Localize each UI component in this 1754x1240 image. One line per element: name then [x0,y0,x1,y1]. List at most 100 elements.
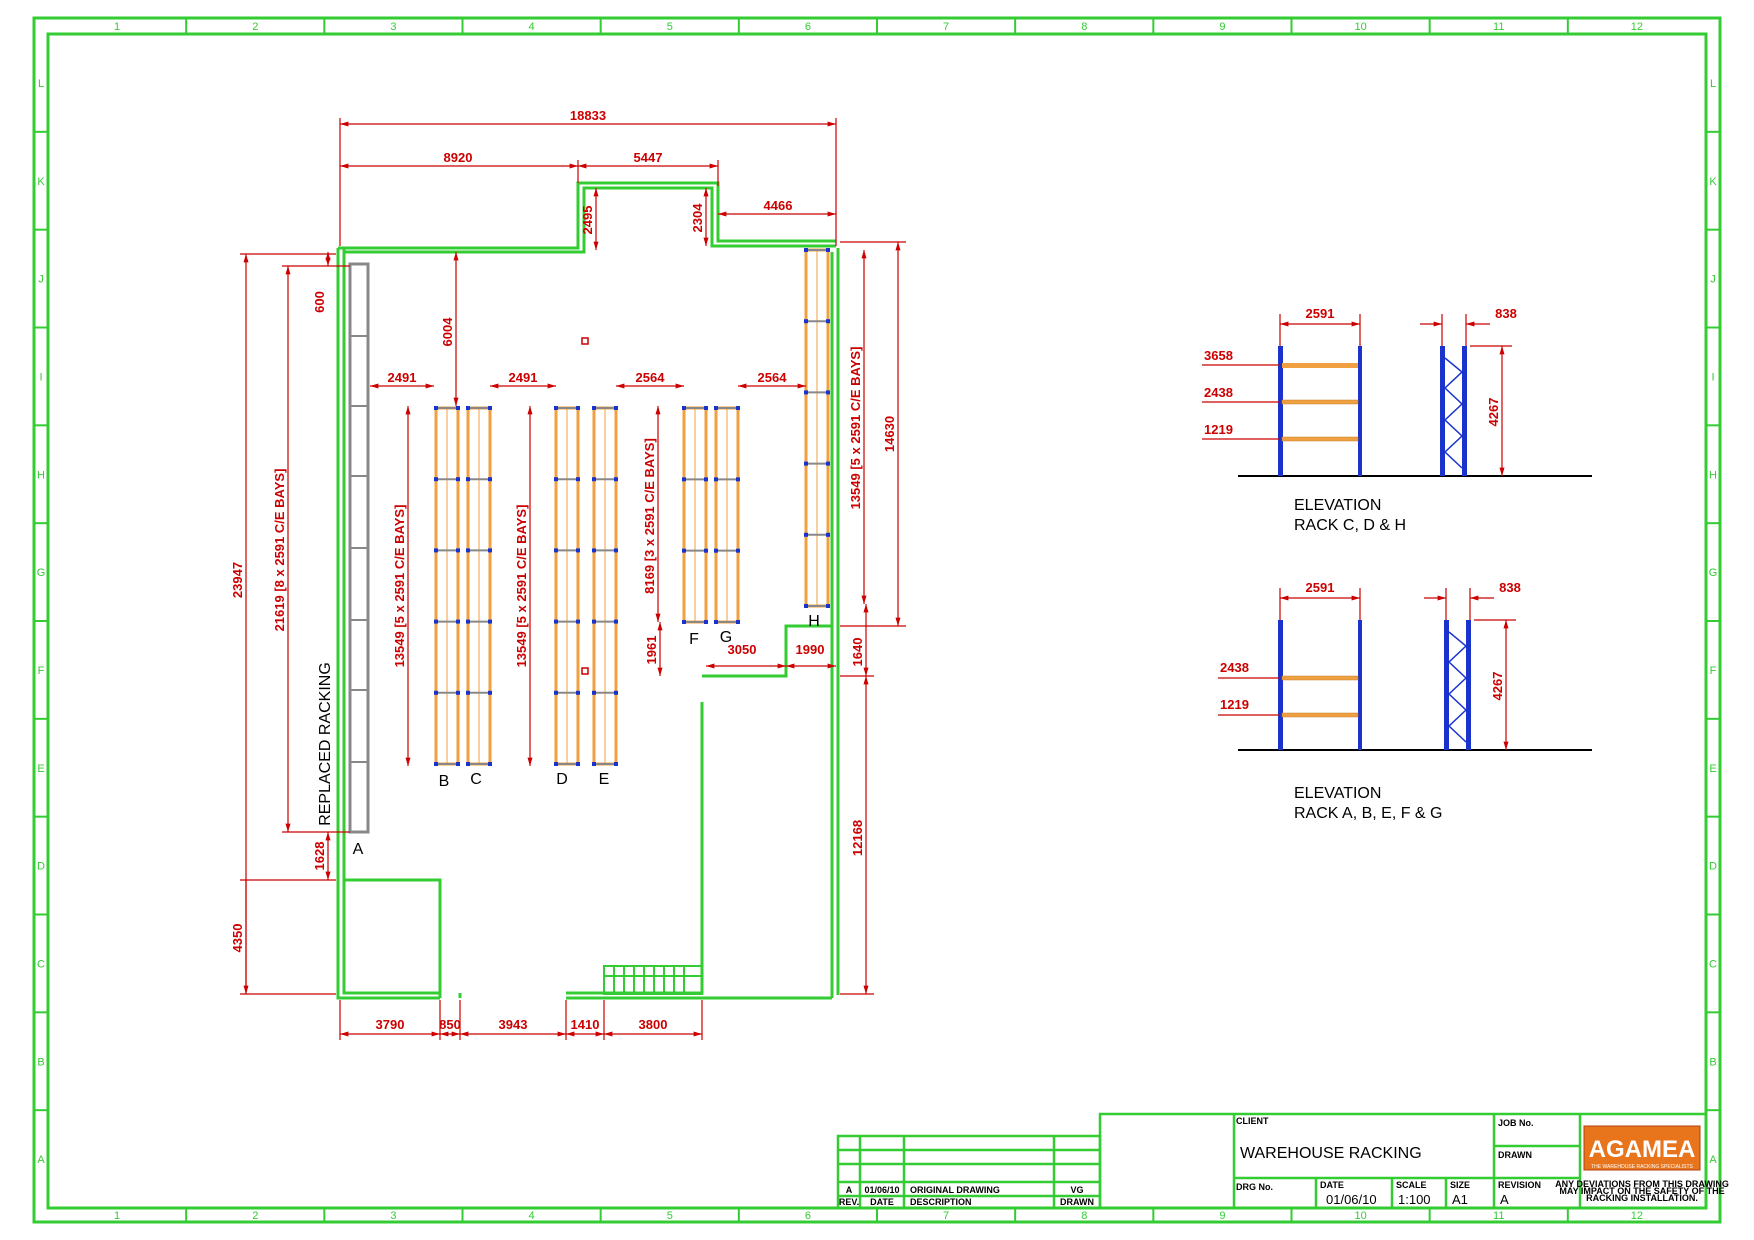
grid-col-label: 5 [667,1210,673,1222]
rev-header-date: DATE [870,1197,894,1207]
grid-row-label: A [1709,1154,1717,1166]
grid-row-label: C [1709,958,1717,970]
rack-label-d: D [556,771,568,788]
elev2-height: 4267 [1490,672,1505,701]
rack-label-a: A [353,841,364,858]
grid-row-label: B [1709,1056,1716,1068]
dim-right-lower: 12168 [850,820,865,856]
rack-b [434,406,460,766]
grid-row-label: H [1709,469,1717,481]
grid-row-label: J [38,274,44,286]
dim-aisle-3: 2564 [636,370,666,385]
column-marker [581,337,589,345]
grid-row-label: G [1709,567,1718,579]
company-logo [1583,1125,1701,1171]
grid-col-label: 5 [667,21,673,33]
disclaimer-line-1: ANY DEVIATIONS FROM THIS DRAWING [1555,1179,1729,1189]
drawn-label: DRAWN [1498,1150,1532,1160]
dim-rack-bc: 13549 [5 x 2591 C/E BAYS] [392,505,407,668]
grid-col-label: 10 [1354,21,1366,33]
plan-dimension-lines [240,118,906,1040]
rack-labels: A B C D E F G H REPLACED RACKING [317,613,820,858]
elev2-subtitle: RACK A, B, E, F & G [1294,805,1442,822]
rack-label-e: E [599,771,610,788]
elev1-height: 4267 [1486,398,1501,427]
elev2-level-2: 1219 [1220,697,1249,712]
disclaimer-line-2: MAY IMPACT ON THE SAFETY OF THE [1559,1186,1724,1196]
rack-a [348,262,370,834]
scale-label: SCALE [1396,1180,1427,1190]
rack-label-f: F [689,631,699,648]
revision-value: A [1500,1192,1509,1207]
grid-row-label: G [37,567,46,579]
dim-bottom-1: 3790 [376,1017,405,1032]
dim-rack-de: 13549 [5 x 2591 C/E BAYS] [514,505,529,668]
dim-rack-a: 21619 [8 x 2591 C/E BAYS] [272,469,287,632]
elev2-width: 2591 [1306,580,1335,595]
rack-c [466,406,492,766]
rack-d [554,406,580,766]
grid-row-label: A [37,1154,45,1166]
rev-header-description: DESCRIPTION [910,1197,972,1207]
dim-overall-width: 18833 [570,108,606,123]
rev-header-drawn: DRAWN [1060,1197,1094,1207]
grid-col-label: 9 [1219,1210,1225,1222]
grid-row-label: E [1709,763,1716,775]
rack-label-g: G [720,629,732,646]
grid-col-label: 11 [1493,21,1504,33]
elev1-level-1: 3658 [1204,348,1233,363]
grid-col-label: 8 [1081,1210,1087,1222]
dim-bottom-5: 3800 [639,1017,668,1032]
job-label: JOB No. [1498,1118,1534,1128]
grid-row-label: H [37,469,45,481]
client-label: CLIENT [1236,1116,1269,1126]
size-label: SIZE [1450,1180,1470,1190]
dim-bottom-3: 3943 [499,1017,528,1032]
rack-label-b: B [439,773,450,790]
grid-col-label: 3 [390,1210,396,1222]
dim-rack-fg: 8169 [3 x 2591 C/E BAYS] [642,438,657,594]
elev1-level-2: 2438 [1204,385,1233,400]
grid-row-label: L [1710,78,1716,90]
dim-left-lower: 4350 [230,924,245,953]
dim-bottom-4: 1410 [571,1017,600,1032]
grid-col-label: 2 [252,21,258,33]
grid-col-label: 1 [114,21,120,33]
title-block: CLIENT JOB No. DRAWN WAREHOUSE RACKING D… [836,1112,1729,1210]
grid-col-label: 2 [252,1210,258,1222]
grid-row-label: D [1709,861,1717,873]
dim-aisle-4: 2564 [758,370,788,385]
dim-bottom-2: 850 [439,1017,461,1032]
dim-top-right: 4466 [764,198,793,213]
stairs [603,965,703,995]
grid-col-label: 8 [1081,21,1087,33]
grid-col-label: 7 [943,21,949,33]
scale-value: 1:100 [1398,1192,1431,1207]
grid-col-label: 4 [529,21,535,33]
grid-col-label: 9 [1219,21,1225,33]
elev2-level-1: 2438 [1220,660,1249,675]
dim-aisle-2: 2491 [509,370,538,385]
elevation-rack-abefg: 2591 838 4267 2438 1219 ELEVATION RACK A… [1218,580,1592,822]
grid-row-label: B [37,1056,44,1068]
racks [434,248,830,766]
rack-h [804,248,830,608]
grid-row-label: F [1710,665,1717,677]
elevation-rack-cdh: 2591 838 4267 3658 2438 1219 ELEVATION R… [1202,306,1592,534]
dim-step-right: 2304 [690,203,705,233]
grid-row-label: I [1711,371,1714,383]
dim-rack-h: 13549 [5 x 2591 C/E BAYS] [848,347,863,510]
rev-row-description: ORIGINAL DRAWING [910,1185,1000,1195]
drg-label: DRG No. [1236,1182,1273,1192]
rev-header-rev: REV. [839,1197,859,1207]
plan-dimension-texts: 18833 8920 5447 4466 2495 2304 23947 216… [230,108,897,1032]
rev-row-date: 01/06/10 [864,1185,899,1195]
grid-col-label: 12 [1631,1210,1643,1222]
elev2-depth: 838 [1499,580,1521,595]
grid-row-label: J [1710,274,1716,286]
dim-step-left: 2495 [580,206,595,235]
grid-col-label: 6 [805,1210,811,1222]
revision-label: REVISION [1498,1180,1541,1190]
